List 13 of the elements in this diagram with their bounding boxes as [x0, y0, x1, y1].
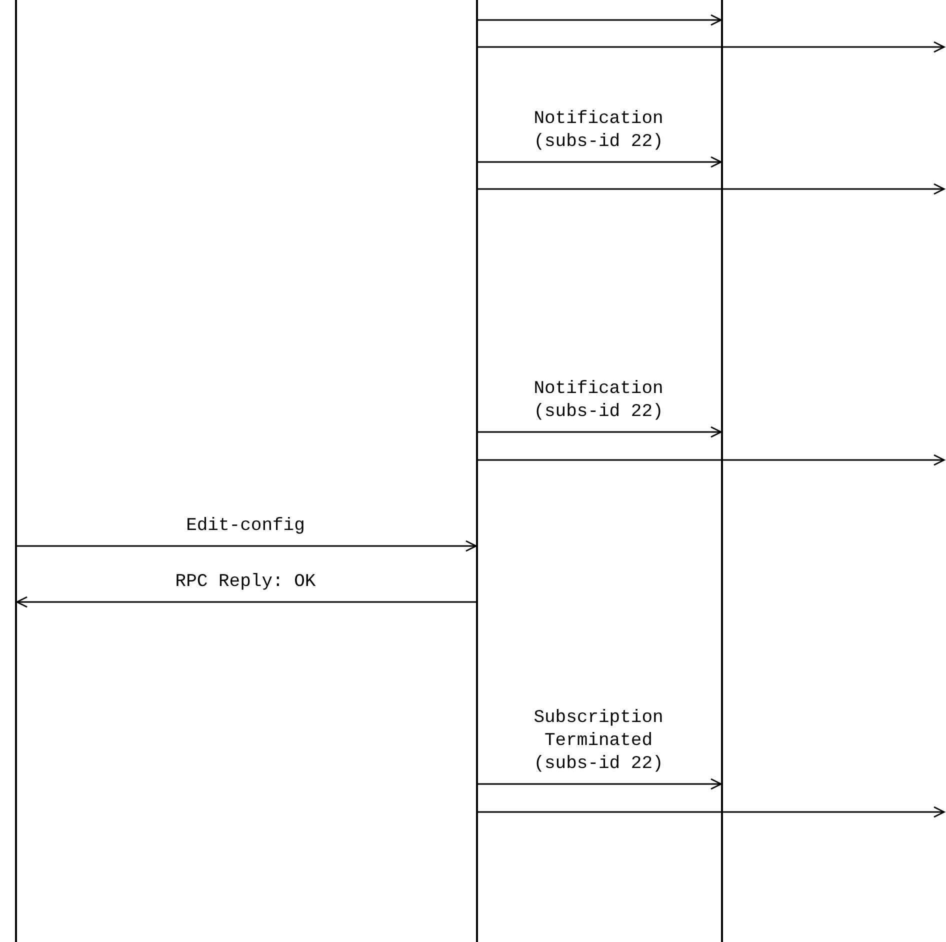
- message-arrow: [478, 778, 722, 790]
- lifeline: [476, 0, 478, 942]
- message-arrow: [478, 454, 945, 466]
- lifeline: [15, 0, 17, 942]
- message-arrow: [478, 14, 722, 26]
- message-arrow: [478, 41, 945, 53]
- message-arrow: [17, 540, 477, 552]
- message-arrow: [478, 156, 722, 168]
- lifeline: [721, 0, 723, 942]
- message-arrow: [478, 426, 722, 438]
- message-arrow: [478, 183, 945, 195]
- message-arrow: [478, 806, 945, 818]
- message-arrow: [16, 596, 476, 608]
